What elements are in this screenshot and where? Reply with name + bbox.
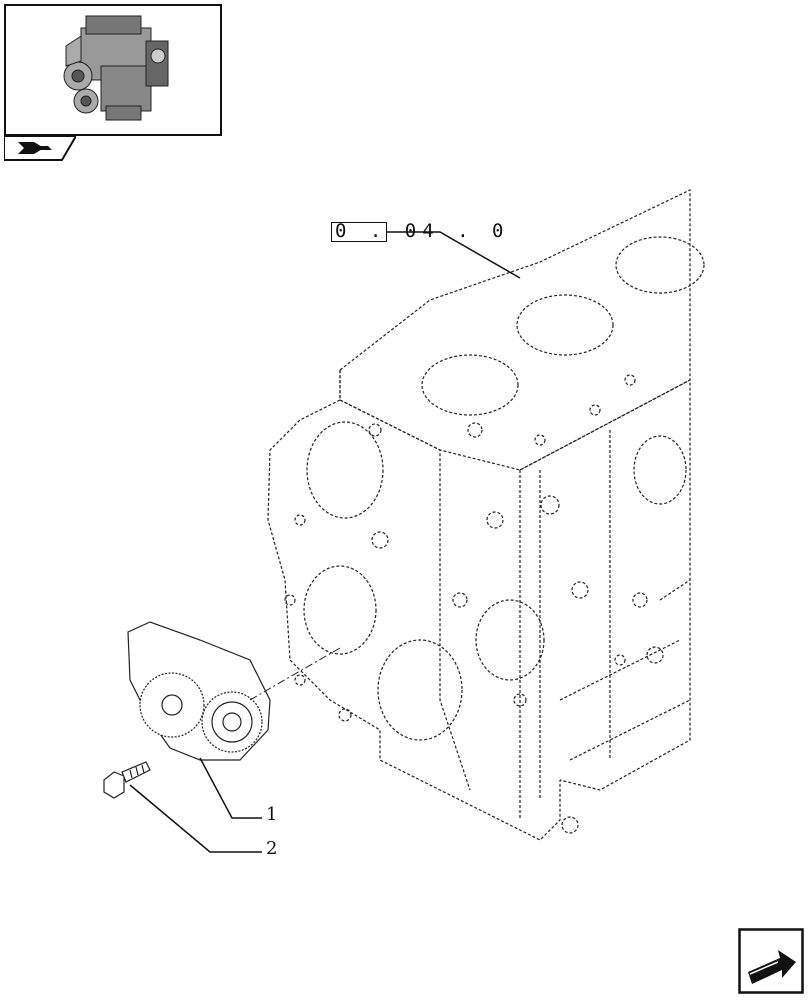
engine-block-outline xyxy=(267,189,705,841)
callout-2-leader-line xyxy=(129,784,262,853)
next-page-button[interactable] xyxy=(738,928,804,994)
reference-box xyxy=(331,222,387,242)
callout-2: 2 xyxy=(266,838,278,859)
alignment-line xyxy=(249,647,341,701)
reference-leader-line xyxy=(387,231,521,279)
oil-pump-part xyxy=(127,621,271,761)
callout-1-leader-line xyxy=(199,757,262,819)
engine-thumbnail[interactable] xyxy=(4,4,222,136)
bolt-part xyxy=(103,761,151,799)
reference-label[interactable]: 0 . 04 . 0 xyxy=(335,220,510,242)
callout-1: 1 xyxy=(266,804,278,825)
book-tab-icon[interactable] xyxy=(4,136,76,162)
engine-thumbnail-icon xyxy=(63,15,169,121)
next-page-arrow-icon xyxy=(748,950,796,984)
